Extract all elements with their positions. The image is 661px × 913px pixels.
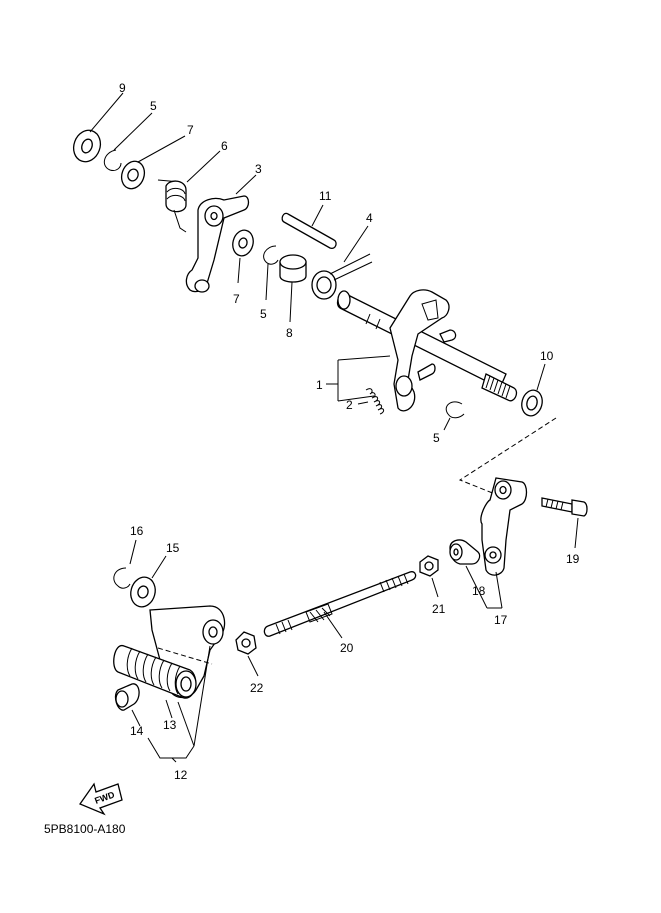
part-11-pin (281, 204, 337, 249)
callout-11: 11 (319, 189, 332, 203)
callout-18: 18 (472, 584, 486, 598)
callout-9: 9 (119, 81, 126, 95)
callout-14: 14 (130, 724, 144, 738)
part-7-washer-upper (120, 135, 186, 190)
callout-17: 17 (494, 613, 508, 627)
part-10-oil-seal (521, 363, 546, 417)
callout-13: 13 (163, 718, 177, 732)
callout-2: 2 (346, 398, 353, 412)
part-7-washer-lower (232, 229, 254, 284)
callout-4: 4 (366, 211, 373, 225)
part-5-circlip-lower (443, 401, 465, 431)
callout-7-upper: 7 (187, 123, 194, 137)
part-5-circlip-middle (263, 245, 279, 301)
callout-bracket-12 (147, 737, 195, 759)
callout-leader-12 (171, 757, 177, 763)
drawing-code: 5PB8100-A180 (44, 822, 126, 836)
callout-6: 6 (221, 139, 228, 153)
part-16-circlip (113, 539, 137, 589)
callout-5-upper: 5 (150, 99, 157, 113)
part-15-washer (130, 555, 167, 608)
part-3-shift-arm (185, 174, 257, 293)
callout-3: 3 (255, 162, 262, 176)
callout-5-lower: 5 (433, 431, 440, 445)
callout-10: 10 (540, 349, 554, 363)
part-8-collar (279, 254, 307, 323)
callout-22: 22 (250, 681, 264, 695)
part-14-cap (114, 683, 141, 727)
callout-8: 8 (286, 326, 293, 340)
callout-1: 1 (316, 378, 323, 392)
part-13-pedal-rubber (113, 645, 197, 719)
part-9-washer (72, 92, 124, 163)
part-18-joint (449, 539, 488, 609)
part-17-shift-lever (480, 477, 528, 609)
part-21-nut (419, 555, 439, 598)
callout-16: 16 (130, 524, 144, 538)
callout-15: 15 (166, 541, 180, 555)
part-4-spring (311, 225, 373, 300)
part-5-circlip-upper (103, 112, 153, 171)
part-1-shift-shaft (326, 289, 518, 412)
part-2-return-spring (357, 388, 385, 415)
callout-5-middle: 5 (260, 307, 267, 321)
callout-7-lower: 7 (233, 292, 240, 306)
callout-21: 21 (432, 602, 446, 616)
fwd-arrow-icon: FWD (79, 782, 123, 816)
guide-line-upper (458, 417, 557, 497)
callout-12: 12 (174, 768, 188, 782)
part-19-bolt (541, 497, 588, 549)
part-6-torsion-spring (157, 150, 221, 233)
callout-20: 20 (340, 641, 354, 655)
callout-19: 19 (566, 552, 580, 566)
part-22-nut (235, 631, 259, 677)
part-20-tie-rod (263, 571, 417, 639)
